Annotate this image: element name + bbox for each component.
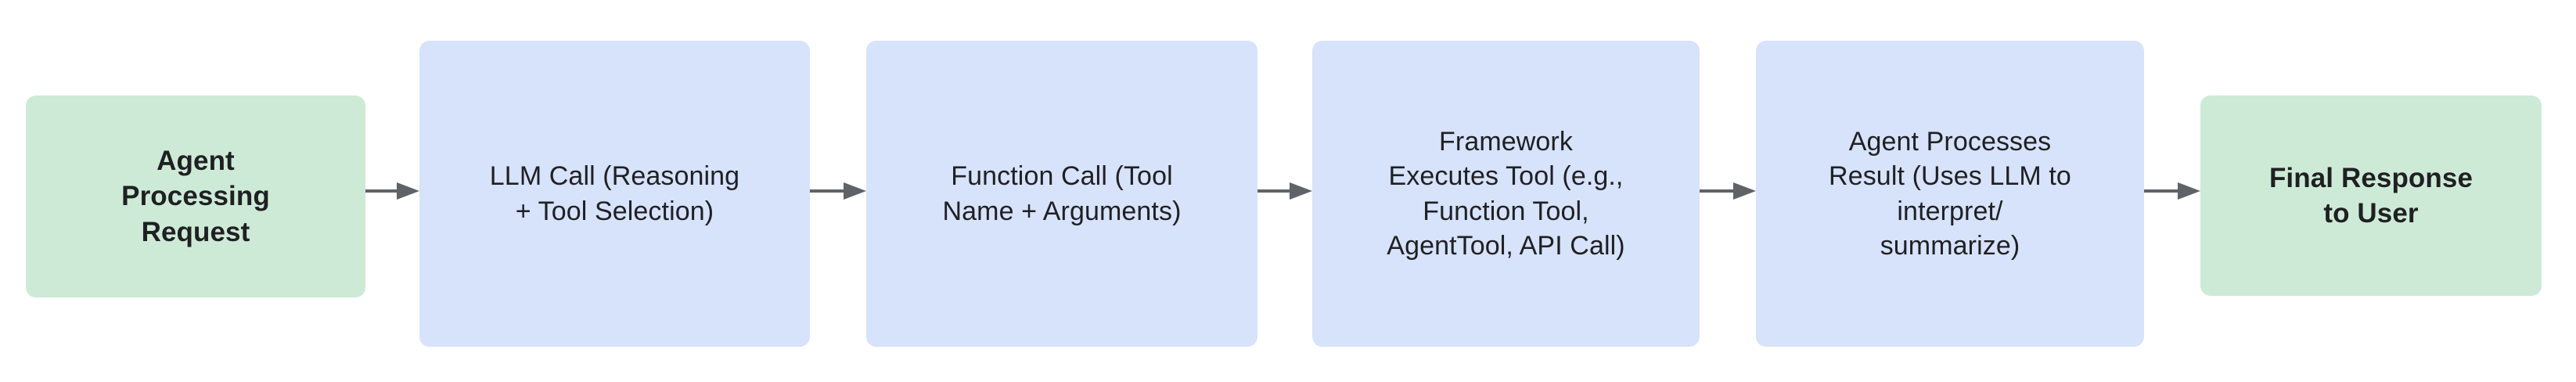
node-label: LLM Call (Reasoning + Tool Selection) <box>489 161 740 226</box>
node-label: Agent Processes Result (Uses LLM to inte… <box>1829 127 2071 261</box>
node-label: Function Call (Tool Name + Arguments) <box>942 161 1182 226</box>
node-label: Final Response to User <box>2268 162 2473 229</box>
flow-arrow <box>2144 179 2200 203</box>
node-label: Framework Executes Tool (e.g., Function … <box>1387 127 1625 261</box>
node-function-call[interactable]: Function Call (Tool Name + Arguments) <box>866 41 1257 347</box>
flow-arrow <box>365 179 419 203</box>
flow-arrow <box>810 179 866 203</box>
node-final-response-to-user[interactable]: Final Response to User <box>2200 96 2542 296</box>
node-agent-processes-result[interactable]: Agent Processes Result (Uses LLM to inte… <box>1756 41 2144 347</box>
node-label: Agent Processing Request <box>121 145 270 247</box>
flow-arrow <box>1700 179 1756 203</box>
node-llm-call[interactable]: LLM Call (Reasoning + Tool Selection) <box>419 41 810 347</box>
node-agent-processing-request[interactable]: Agent Processing Request <box>26 96 365 297</box>
node-framework-executes-tool[interactable]: Framework Executes Tool (e.g., Function … <box>1312 41 1700 347</box>
flow-arrow <box>1257 179 1312 203</box>
